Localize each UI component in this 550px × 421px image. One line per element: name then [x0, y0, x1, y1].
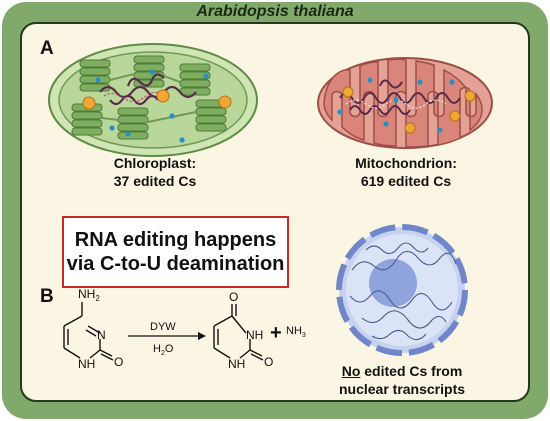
organism-title: Arabidopsis thaliana	[196, 3, 354, 20]
water-label: H2O	[153, 343, 174, 357]
uracil-structure	[213, 304, 264, 361]
plus-sign: +	[270, 322, 282, 344]
panel-label-a: A	[40, 38, 54, 59]
uracil-nh-bottom-label: NH	[228, 357, 245, 371]
uracil-o-top-label: O	[229, 290, 238, 304]
nucleus-caption-line1: No edited Cs from	[312, 362, 492, 380]
panel-label-b: B	[40, 286, 54, 307]
cytosine-o-label: O	[114, 355, 123, 369]
ammonia-label: NH3	[286, 325, 306, 339]
mitochondrion-caption-line1: Mitochondrion:	[355, 155, 457, 171]
mitochondrion-illustration	[317, 57, 493, 149]
chloroplast-caption: Chloroplast: 37 edited Cs	[65, 154, 245, 190]
nucleus-caption-line2: nuclear transcripts	[338, 381, 466, 397]
nucleus-illustration	[336, 224, 468, 356]
reaction-arrowhead	[198, 332, 206, 340]
uracil-o-bottom-label: O	[264, 355, 273, 369]
cytosine-nh-label: NH	[78, 357, 95, 371]
nucleus-caption-rest: edited Cs from	[360, 363, 463, 379]
chloroplast-illustration	[48, 43, 258, 157]
nucleus-caption: No edited Cs from nuclear transcripts	[312, 362, 492, 398]
reaction-scheme: NH2 N NH O DYW H2O O	[63, 287, 306, 371]
rna-editing-callout: RNA editing happens via C-to-U deaminati…	[62, 216, 289, 288]
enzyme-label: DYW	[150, 321, 176, 333]
chloroplast-caption-line2: 37 edited Cs	[113, 173, 197, 189]
callout-line2: via C-to-U deamination	[66, 253, 285, 275]
callout-line1: RNA editing happens	[74, 229, 277, 251]
nucleus-caption-no: No	[341, 363, 361, 379]
uracil-nh-top-label: NH	[246, 328, 263, 342]
cytosine-n-label: N	[97, 328, 106, 342]
mitochondrion-caption-line2: 619 edited Cs	[360, 173, 452, 189]
chloroplast-caption-line1: Chloroplast:	[113, 155, 197, 171]
cytosine-amine-label: NH2	[78, 287, 100, 303]
mitochondrion-caption: Mitochondrion: 619 edited Cs	[316, 154, 496, 190]
cytosine-structure	[63, 302, 114, 361]
